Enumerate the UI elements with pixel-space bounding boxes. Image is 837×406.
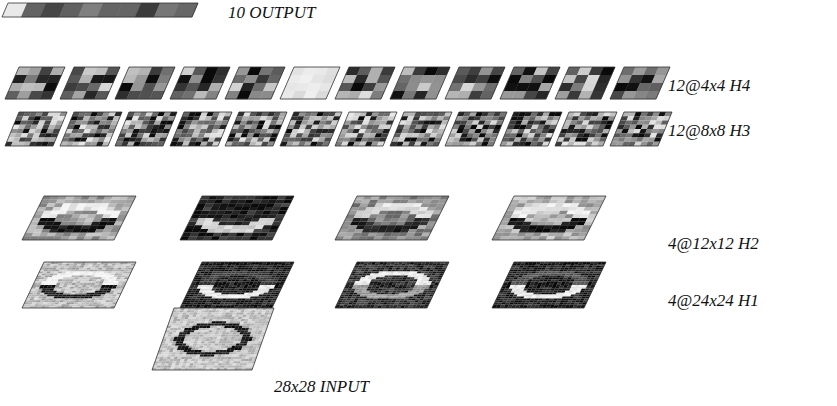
h4-feature-map: [5, 67, 65, 99]
h1-feature-map: [22, 262, 136, 308]
h4-feature-map: [225, 67, 285, 99]
h1-feature-map: [180, 262, 294, 308]
h4-feature-map: [335, 67, 395, 99]
h3-feature-map: [170, 112, 232, 146]
h4-feature-map: [610, 67, 670, 99]
h3-feature-map: [5, 112, 67, 146]
h3-feature-map: [335, 112, 397, 146]
h4-feature-map: [500, 67, 560, 99]
h2-feature-map: [22, 196, 136, 240]
h4-feature-map: [445, 67, 505, 99]
h3-feature-map: [500, 112, 562, 146]
h3-feature-map: [390, 112, 452, 146]
h3-feature-map: [115, 112, 177, 146]
h3-feature-map: [555, 112, 617, 146]
h4-feature-map: [280, 67, 340, 99]
h3-feature-map: [280, 112, 342, 146]
h3-feature-map: [610, 112, 672, 146]
output-bar: [2, 3, 199, 17]
h4-feature-map: [60, 67, 120, 99]
h4-feature-map: [115, 67, 175, 99]
h4-feature-map: [170, 67, 230, 99]
h2-feature-map: [180, 196, 294, 240]
h3-feature-map: [60, 112, 122, 146]
h4-feature-map: [390, 67, 450, 99]
h3-feature-map: [445, 112, 507, 146]
h3-feature-map: [225, 112, 287, 146]
h4-feature-map: [555, 67, 615, 99]
